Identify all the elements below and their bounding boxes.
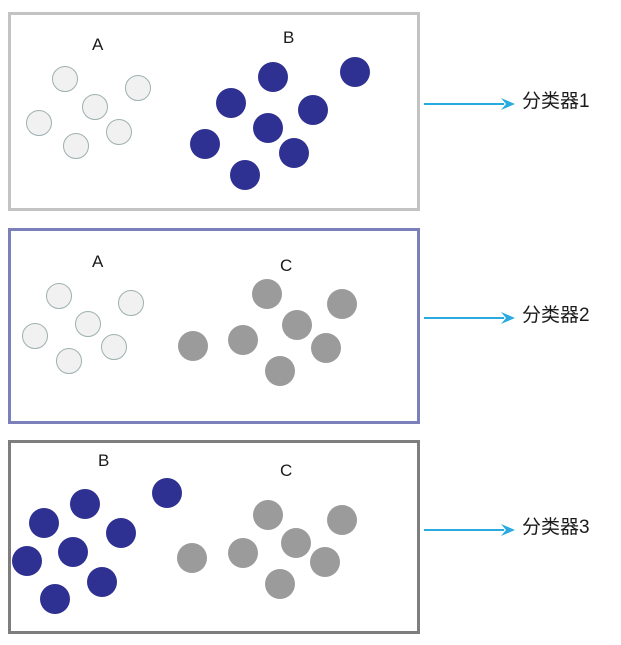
data-point-a-3: [82, 94, 108, 120]
data-point-a-5: [106, 119, 132, 145]
flow-arrow-3: [424, 520, 515, 540]
data-point-c-5: [177, 543, 207, 573]
data-point-c-2: [327, 289, 357, 319]
cluster-label-a-panel1: A: [92, 35, 104, 54]
data-point-b-7: [279, 138, 309, 168]
data-point-c-7: [265, 356, 295, 386]
flow-arrow-1: [424, 94, 515, 114]
data-point-a-1: [46, 283, 72, 309]
data-point-c-5: [178, 331, 208, 361]
data-point-b-3: [29, 508, 59, 538]
cluster-label-c-panel2: C: [280, 256, 293, 275]
data-point-a-6: [56, 348, 82, 374]
data-point-c-6: [311, 333, 341, 363]
arrow-head-icon: [501, 312, 515, 324]
data-point-b-4: [298, 95, 328, 125]
data-point-c-4: [228, 538, 258, 568]
data-point-c-4: [228, 325, 258, 355]
classifier-panel-1[interactable]: [8, 12, 420, 211]
data-point-b-2: [340, 57, 370, 87]
data-point-b-1: [152, 478, 182, 508]
data-point-b-7: [87, 567, 117, 597]
cluster-label-b-panel3: B: [98, 451, 110, 470]
data-point-b-5: [58, 537, 88, 567]
data-point-a-3: [75, 311, 101, 337]
data-point-b-6: [190, 129, 220, 159]
classifier-output-label-3: 分类器3: [522, 517, 590, 538]
data-point-c-1: [253, 500, 283, 530]
arrow-head-icon: [501, 98, 515, 110]
data-point-a-6: [63, 133, 89, 159]
data-point-c-3: [281, 528, 311, 558]
data-point-c-2: [327, 505, 357, 535]
data-point-c-3: [282, 310, 312, 340]
cluster-label-b-panel1: B: [283, 28, 295, 47]
flow-arrow-2: [424, 308, 515, 328]
data-point-a-2: [118, 290, 144, 316]
data-point-b-2: [70, 489, 100, 519]
data-point-b-6: [12, 546, 42, 576]
data-point-b-4: [106, 518, 136, 548]
arrow-head-icon: [501, 524, 515, 536]
data-point-a-4: [26, 110, 52, 136]
data-point-c-6: [310, 547, 340, 577]
classifier-output-label-1: 分类器1: [522, 91, 590, 112]
data-point-b-1: [258, 62, 288, 92]
data-point-a-1: [52, 66, 78, 92]
cluster-label-a-panel2: A: [92, 252, 104, 271]
data-point-b-8: [230, 160, 260, 190]
data-point-c-1: [252, 279, 282, 309]
data-point-b-5: [253, 113, 283, 143]
classifier-panel-2[interactable]: [8, 228, 420, 424]
data-point-b-3: [216, 88, 246, 118]
data-point-a-4: [22, 323, 48, 349]
classifier-output-label-2: 分类器2: [522, 305, 590, 326]
data-point-b-8: [40, 584, 70, 614]
data-point-a-5: [101, 334, 127, 360]
cluster-label-c-panel3: C: [280, 461, 293, 480]
data-point-a-2: [125, 75, 151, 101]
data-point-c-7: [265, 569, 295, 599]
